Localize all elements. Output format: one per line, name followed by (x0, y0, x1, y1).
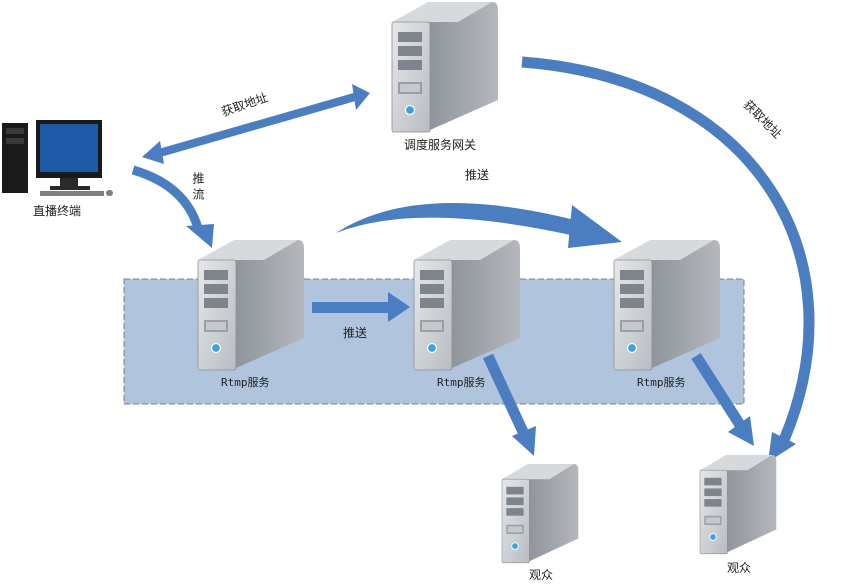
rtmp-3-label: Rtmp服务 (637, 376, 686, 389)
desktop-computer-icon (2, 120, 113, 196)
viewer-2-label: 观众 (727, 561, 752, 575)
edge-rtmp1-rtmp3-arrow (336, 203, 590, 238)
gateway-server-icon (391, 1, 499, 133)
gateway-label: 调度服务网关 (404, 138, 477, 152)
edge-rtmp1-rtmp2-arrow (312, 292, 410, 322)
viewer-server-2-icon (699, 454, 777, 555)
edge-label-push-top: 推送 (465, 168, 490, 182)
edge-terminal-gateway-arrow (142, 84, 370, 164)
viewer-1-label: 观众 (529, 568, 554, 582)
rtmp-1-label: Rtmp服务 (221, 376, 270, 389)
edge-terminal-rtmp1-arrow (131, 165, 203, 230)
edge-rtmp2-viewer1-arrow (483, 353, 536, 456)
rtmp-2-label: Rtmp服务 (437, 376, 486, 389)
edge-label-push-middle: 推送 (343, 326, 368, 340)
edge-label-push-stream: 推流 (191, 172, 205, 204)
terminal-label: 直播终端 (33, 204, 82, 218)
viewer-server-1-icon (501, 463, 579, 564)
edge-gateway-viewer-arrow (521, 56, 815, 443)
edge-rtmp1-rtmp3-arrowhead (568, 205, 622, 248)
edge-gateway-viewer-arrowhead (768, 432, 796, 462)
edge-terminal-rtmp1-arrowhead (186, 224, 214, 248)
edge-rtmp3-viewer2-arrow (691, 353, 754, 446)
